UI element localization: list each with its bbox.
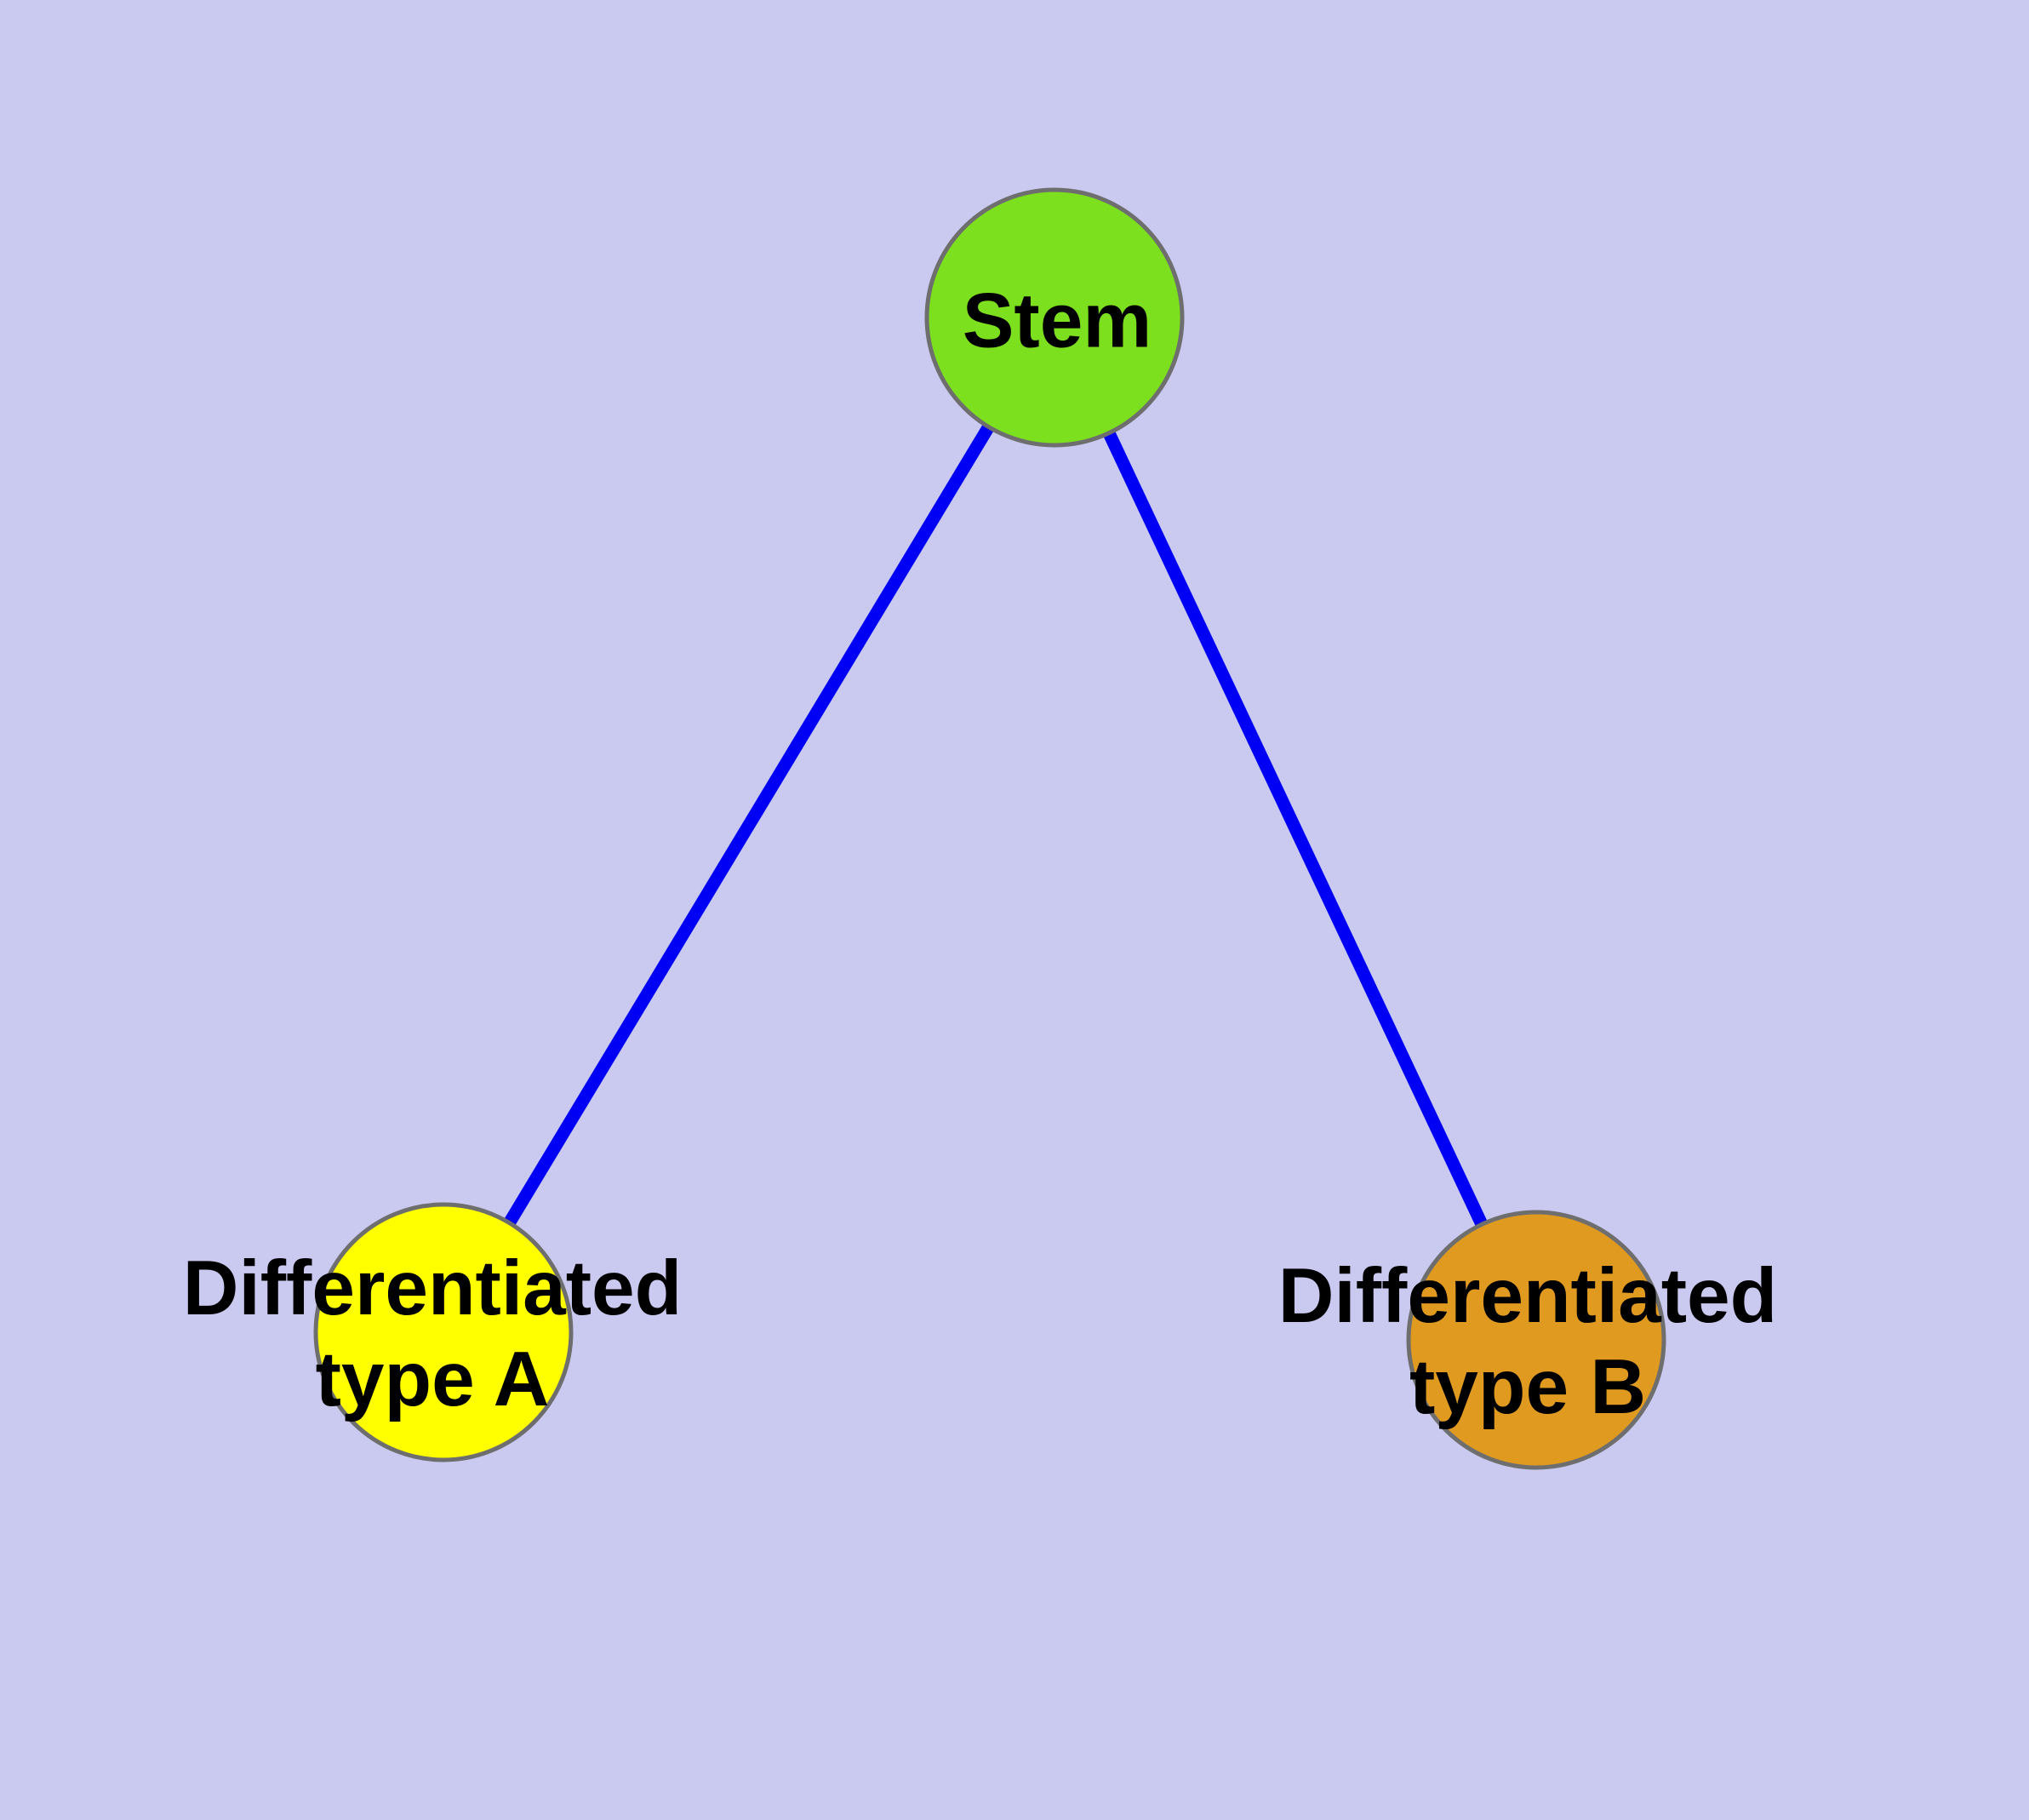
node-type-b-label-line1: Differentiated — [1277, 1253, 1778, 1339]
node-type-b-label: Differentiated type B — [1278, 1251, 1778, 1433]
node-type-b-circle — [1406, 1210, 1666, 1470]
node-stem-circle — [924, 187, 1185, 448]
edge-stem-to-type-a — [437, 314, 1060, 1336]
node-type-a-label-line2: type A — [315, 1336, 550, 1422]
edge-stem-to-type-b — [1049, 314, 1542, 1343]
node-type-a-label-line1: Differentiated — [182, 1245, 683, 1331]
node-type-b-label-line2: type B — [1409, 1344, 1647, 1430]
node-type-a-circle — [313, 1202, 574, 1462]
node-stem-label-text: Stem — [962, 278, 1152, 364]
node-type-a-label: Differentiated type A — [183, 1243, 683, 1425]
node-stem-label: Stem — [963, 276, 1152, 367]
